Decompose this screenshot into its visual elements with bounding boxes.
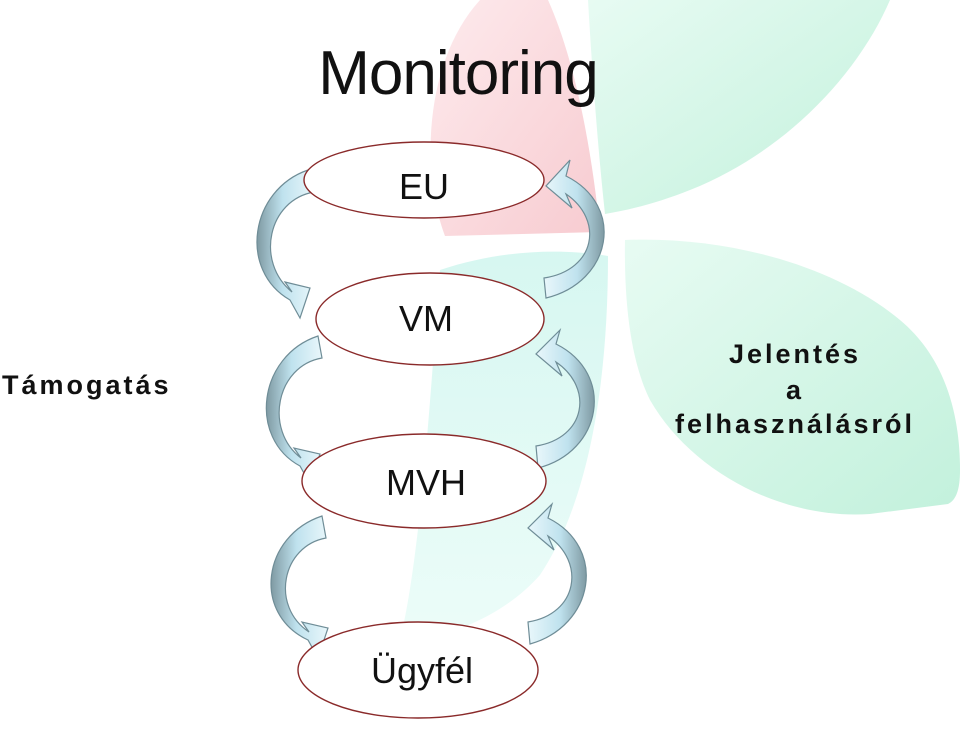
node-mvh-ellipse: [301, 433, 547, 529]
right-label-line2: a: [785, 375, 805, 405]
node-eu-label: EU: [398, 166, 449, 207]
right-label-line1: Jelentés: [728, 339, 862, 369]
arrow-mvh-to-vm: [535, 327, 595, 469]
background-petal-green-top: [588, 0, 890, 214]
left-side-label: Támogatás: [2, 370, 172, 400]
node-ugyfel-label: Ügyfél: [370, 650, 474, 691]
arrow-mvh-to-ugyfel: [270, 515, 329, 660]
arrow-eu-to-vm: [256, 169, 315, 320]
background-petal-green-right: [624, 239, 960, 515]
node-vm-ellipse: [315, 272, 545, 366]
right-label-line3: felhasználásról: [674, 409, 916, 439]
node-ugyfel-ellipse: [297, 621, 539, 719]
node-mvh-label: MVH: [386, 462, 466, 503]
page-title: Monitoring: [318, 39, 598, 108]
arrow-ugyfel-to-mvh: [527, 501, 587, 645]
node-eu-ellipse: [303, 141, 545, 219]
right-side-label: Jelentés a felhasználásról: [650, 332, 940, 444]
node-vm-label: VM: [399, 298, 453, 339]
arrow-vm-to-eu: [543, 159, 605, 299]
